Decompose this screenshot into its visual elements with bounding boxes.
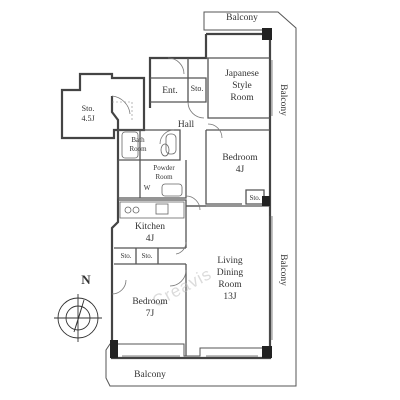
kitchen-label: Kitchen 4J (128, 221, 172, 245)
japanese-room-line-1: Japanese (225, 69, 259, 79)
storage-bedroom-label: Sto. (249, 194, 261, 202)
toilet (160, 133, 177, 157)
windows (122, 60, 273, 357)
compass-rose (54, 294, 102, 342)
bath-room-line-1: Bath (131, 136, 145, 144)
balcony-right-lower-label: Balcony (278, 254, 288, 286)
balcony-bottom-label: Balcony (134, 370, 166, 380)
living-line-3: Room (218, 280, 242, 290)
living-line-1: Living (217, 256, 243, 266)
bedroom-upper-line-2: 4J (235, 165, 245, 175)
storage-1-label: Sto. (120, 252, 132, 260)
kitchen-line-1: Kitchen (134, 222, 166, 232)
door-swings (111, 57, 223, 295)
storage-4-5j-label: Sto. 4.5J (66, 104, 110, 124)
bathtub (121, 131, 139, 159)
japanese-room-line-2: Style (232, 81, 252, 91)
balcony-top-label: Balcony (226, 13, 258, 23)
powder-room-label: Powder Room (140, 164, 188, 182)
bath-room-line-2: Room (129, 145, 147, 153)
washer-label: W (143, 184, 151, 192)
compass-north-label: N (81, 272, 91, 287)
bath-room-label: Bath Room (120, 136, 156, 154)
japanese-room-line-3: Room (230, 93, 254, 103)
entry-step (112, 101, 133, 122)
exterior-walls (60, 32, 272, 360)
bedroom-lower-label: Bedroom 7J (120, 296, 180, 320)
balcony-right-upper-label: Balcony (278, 84, 288, 116)
structural-columns (110, 28, 272, 358)
living-line-2: Dining (216, 268, 244, 278)
bedroom-lower-line-2: 7J (145, 309, 155, 319)
kitchen-line-2: 4J (145, 234, 155, 244)
powder-room-line-2: Room (155, 173, 173, 181)
bedroom-upper-label: Bedroom 4J (210, 152, 270, 176)
washbasin (161, 183, 183, 197)
hall-label: Hall (177, 120, 195, 130)
japanese-room-label: Japanese Style Room (212, 68, 272, 104)
living-dining-room-label: Living Dining Room 13J (205, 255, 255, 303)
living-line-4: 13J (223, 292, 237, 302)
storage-4-5j-line-2: 4.5J (81, 114, 95, 123)
storage-2-label: Sto. (141, 252, 153, 260)
bedroom-lower-line-1: Bedroom (132, 297, 168, 307)
powder-room-line-1: Powder (153, 164, 175, 172)
interior-walls (114, 57, 270, 356)
storage-entrance-label: Sto. (190, 84, 204, 93)
bedroom-upper-line-1: Bedroom (222, 153, 258, 163)
storage-4-5j-line-1: Sto. (81, 104, 95, 113)
kitchen-counter (119, 201, 185, 219)
entrance-label: Ent. (162, 86, 178, 96)
